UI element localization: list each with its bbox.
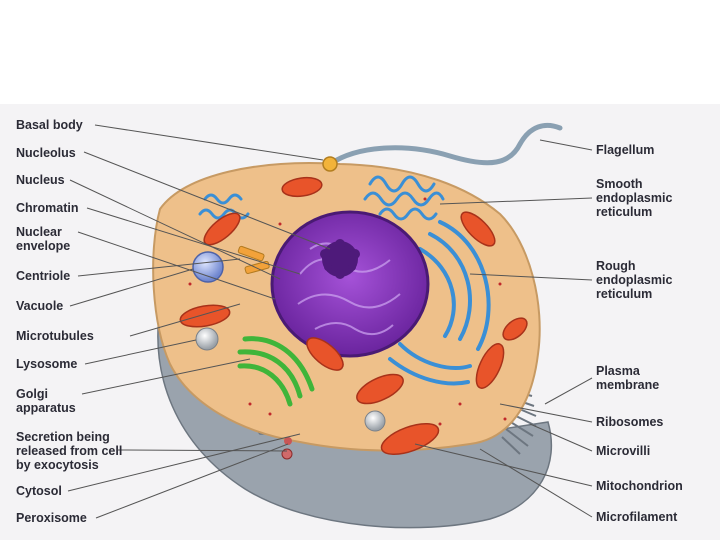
animal-cell-diagram — [67, 122, 593, 529]
mitochondria — [179, 176, 528, 455]
nucleus — [270, 210, 430, 358]
label-plasma-membrane: Plasma membrane — [596, 364, 660, 392]
label-microvilli: Microvilli — [596, 444, 651, 458]
flagellum — [327, 122, 563, 167]
plasma-membrane-shadow — [157, 307, 553, 529]
lysosome — [195, 327, 219, 351]
peroxisome — [284, 437, 292, 445]
rough-er — [388, 220, 491, 386]
label-ribosomes: Ribosomes — [596, 415, 664, 429]
label-smooth-er: Smooth endoplasmic reticulum — [596, 177, 673, 219]
label-nuclear-envelope: Nuclear envelope — [16, 225, 71, 253]
label-golgi-apparatus: Golgi apparatus — [16, 387, 76, 415]
diagram-panel: Basal body Nucleolus Nucleus Chromatin N… — [0, 104, 720, 540]
label-chromatin: Chromatin — [16, 201, 79, 215]
golgi-apparatus — [237, 336, 315, 407]
leader-lines — [67, 124, 593, 519]
label-vacuole: Vacuole — [16, 299, 64, 313]
label-lysosome: Lysosome — [16, 357, 78, 371]
lysosome — [364, 410, 386, 432]
label-peroxisome: Peroxisome — [16, 511, 87, 525]
label-flagellum: Flagellum — [596, 143, 655, 157]
label-rough-er: Rough endoplasmic reticulum — [596, 259, 673, 301]
label-nucleus: Nucleus — [16, 173, 65, 187]
label-nucleolus: Nucleolus — [16, 146, 76, 160]
label-mitochondrion: Mitochondrion — [596, 479, 683, 493]
basal-body — [322, 156, 338, 172]
ribosomes — [188, 197, 507, 426]
label-basal-body: Basal body — [16, 118, 83, 132]
label-secretion: Secretion being released from cell by ex… — [16, 430, 123, 472]
label-cytosol: Cytosol — [16, 484, 62, 498]
nucleolus — [320, 239, 360, 279]
label-centriole: Centriole — [16, 269, 71, 283]
vacuole — [192, 251, 224, 283]
label-microfilament: Microfilament — [596, 510, 678, 524]
secretion-vesicle — [281, 448, 293, 460]
label-microtubules: Microtubules — [16, 329, 94, 343]
